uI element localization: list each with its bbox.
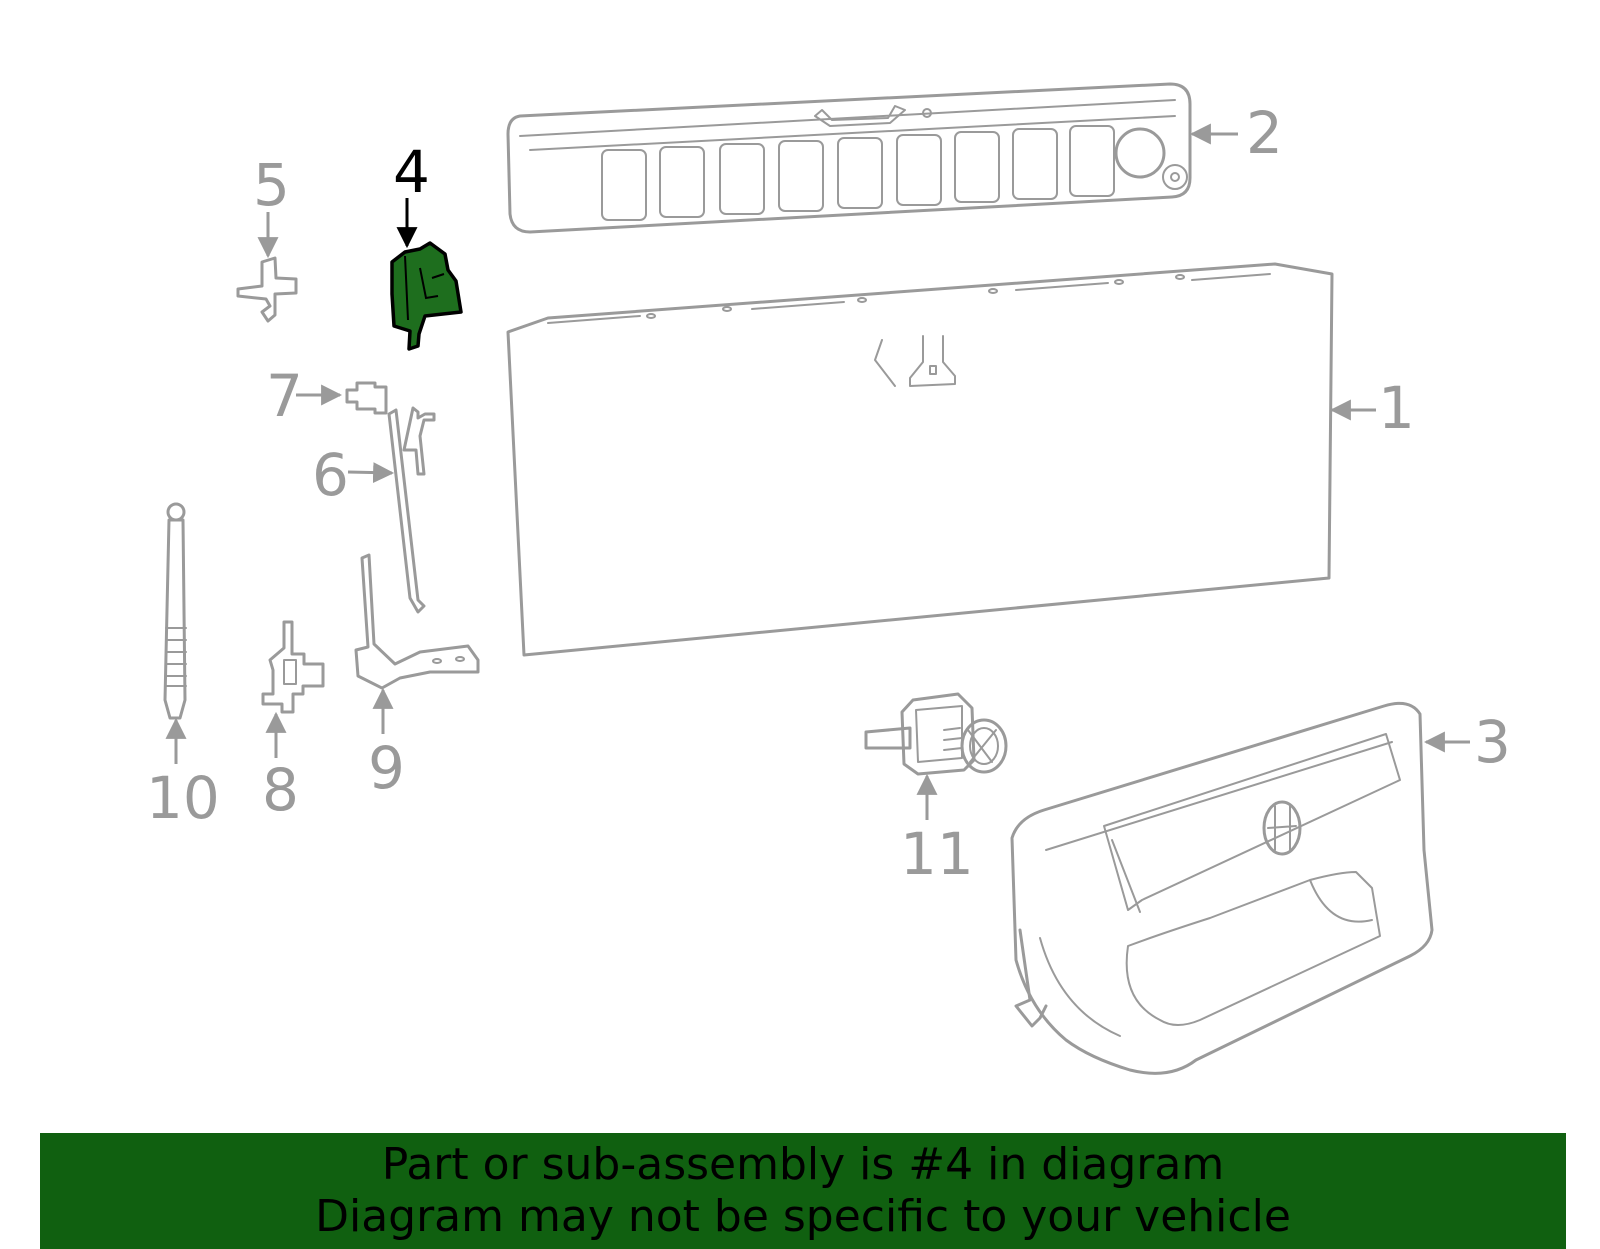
banner-line-1: Part or sub-assembly is #4 in diagram [381,1139,1225,1190]
part-7-fastener[interactable] [345,381,388,415]
part-3-tailgate-handle[interactable] [1010,701,1434,1075]
callout-5: 5 [253,151,290,219]
callout-10: 10 [146,764,220,832]
callout-11: 11 [900,820,974,888]
callout-4: 4 [393,138,430,206]
callout-6: 6 [312,441,349,509]
banner-line-2: Diagram may not be specific to your vehi… [315,1191,1291,1242]
part-5-clip[interactable] [236,256,298,323]
part-2-tailgate-cap[interactable] [506,82,1192,234]
part-6-linkage[interactable] [387,406,436,614]
callout-7: 7 [266,362,303,430]
part-11-camera[interactable] [864,692,1008,776]
callout-2: 2 [1246,99,1283,167]
part-8-bracket[interactable] [261,620,325,714]
callout-3: 3 [1474,708,1511,776]
callout-9: 9 [368,734,405,802]
part-4-highlighted-bracket[interactable] [390,241,463,351]
callout-8: 8 [262,756,299,824]
leader-6 [347,462,395,484]
info-banner: Part or sub-assembly is #4 in diagram Di… [40,1133,1566,1249]
part-1-tailgate-panel[interactable] [506,262,1334,657]
part-10-support-strut[interactable] [163,502,187,720]
callout-1: 1 [1378,374,1415,442]
part-9-hinge-bracket[interactable] [354,553,480,690]
